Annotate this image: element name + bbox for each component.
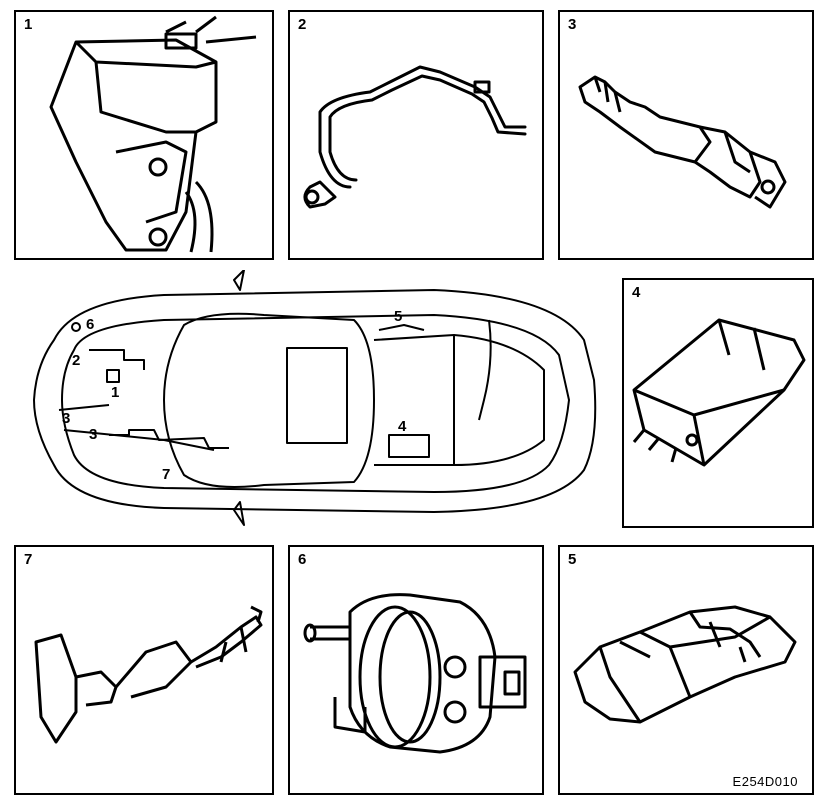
figure-code: E254D010: [732, 774, 798, 789]
panel-number: 4: [632, 284, 641, 301]
control-unit-illustration: [49, 15, 257, 253]
exhaust-pipe-illustration: [34, 605, 263, 744]
panel-number: 7: [24, 551, 33, 568]
car-label-5: 5: [394, 308, 403, 325]
car-label-3b: 3: [89, 426, 98, 443]
car-label-1: 1: [111, 384, 120, 401]
panel-5: 5 E254D010: [558, 545, 814, 795]
purge-valve-illustration: [303, 593, 527, 754]
panel-number: 6: [298, 551, 307, 568]
car-outline-illustration: [33, 269, 597, 526]
panel-3: 3: [558, 10, 814, 260]
car-label-6: 6: [86, 316, 95, 333]
panel-1: 1: [14, 10, 274, 260]
relay-module-illustration: [632, 318, 806, 467]
panel-number: 5: [568, 551, 577, 568]
panel-number: 3: [568, 16, 577, 33]
car-label-3a: 3: [62, 410, 71, 427]
car-top-view: 6 2 1 3 3 7 5 4: [14, 269, 612, 530]
car-label-7: 7: [162, 466, 171, 483]
fuel-tank-illustration: [573, 605, 797, 724]
panel-number: 1: [24, 16, 33, 33]
panel-7: 7: [14, 545, 274, 795]
car-label-2: 2: [72, 352, 81, 369]
car-label-4: 4: [398, 418, 407, 435]
panel-4: 4: [622, 278, 814, 528]
panel-number: 2: [298, 16, 307, 33]
panel-6: 6: [288, 545, 544, 795]
panel-2: 2: [288, 10, 544, 260]
oxygen-sensor-illustration: [578, 75, 787, 209]
vacuum-hose-illustration: [303, 65, 527, 209]
